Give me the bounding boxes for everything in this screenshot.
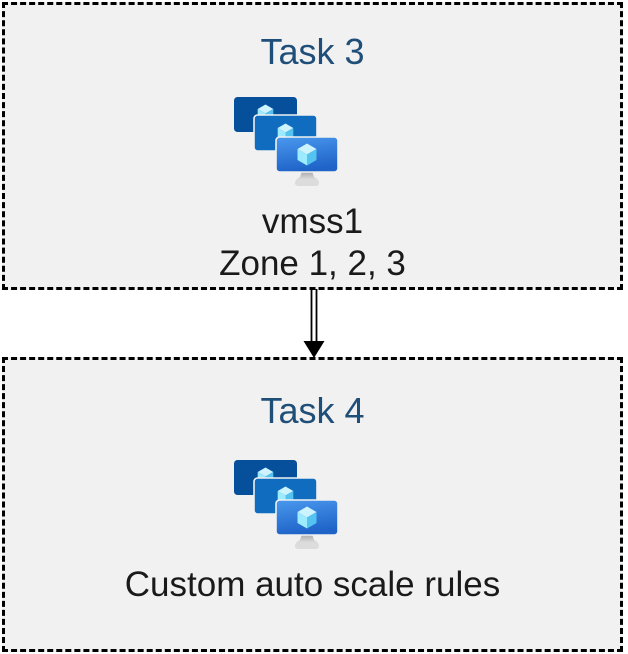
task4-box: Task 4 Custom auto scale rules: [2, 357, 623, 652]
down-arrow-connector: [303, 289, 325, 358]
task3-box: Task 3 vmss1 Zone 1, 2, 3: [2, 2, 623, 290]
vmss-icon: [234, 97, 338, 187]
zone-label: Zone 1, 2, 3: [219, 244, 406, 283]
task4-caption: Custom auto scale rules: [125, 564, 500, 606]
task4-title: Task 4: [260, 390, 365, 431]
vmss-name-label: vmss1: [261, 202, 364, 241]
task3-title: Task 3: [260, 31, 365, 72]
task3-caption: vmss1 Zone 1, 2, 3: [219, 201, 406, 285]
vmss-icon: [234, 460, 338, 550]
autoscale-rules-label: Custom auto scale rules: [124, 565, 501, 604]
